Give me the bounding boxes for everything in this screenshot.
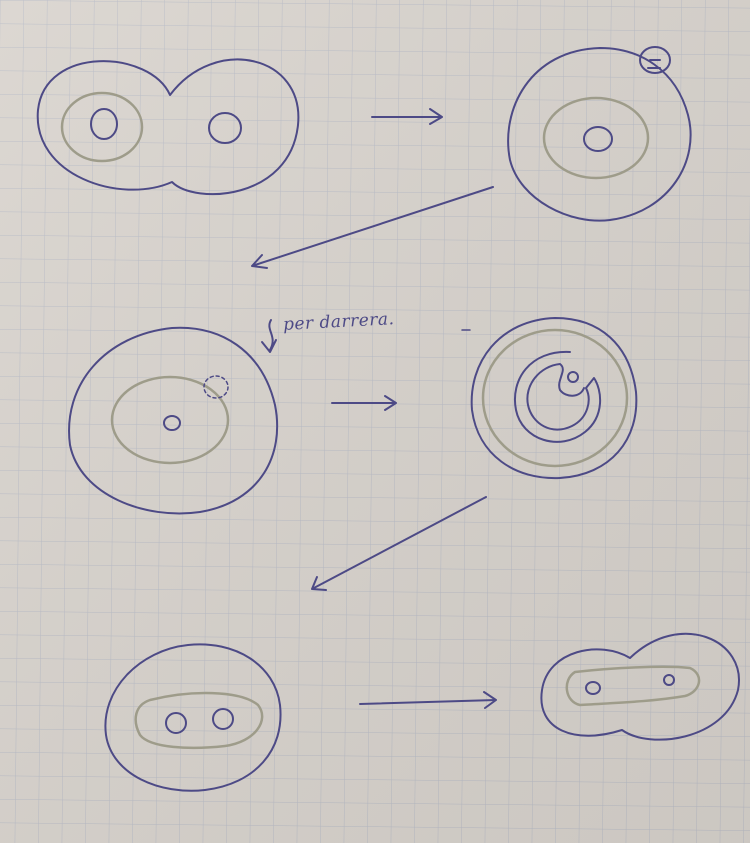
notebook-sketch [0, 0, 750, 843]
